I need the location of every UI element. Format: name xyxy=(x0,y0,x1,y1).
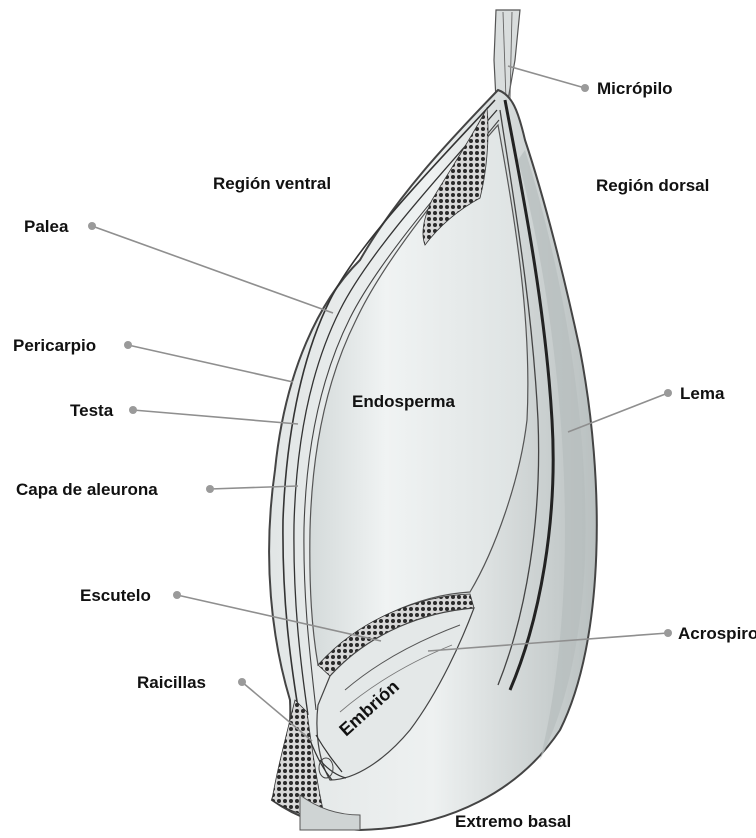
label-micropilo: Micrópilo xyxy=(597,80,673,97)
label-capa-aleurona: Capa de aleurona xyxy=(16,481,158,498)
label-testa: Testa xyxy=(70,402,113,419)
awn-tip xyxy=(494,10,520,100)
label-palea: Palea xyxy=(24,218,68,235)
label-pericarpio: Pericarpio xyxy=(13,337,96,354)
label-endosperma: Endosperma xyxy=(352,393,455,410)
label-region-dorsal: Región dorsal xyxy=(596,177,709,194)
label-lema: Lema xyxy=(680,385,724,402)
label-region-ventral: Región ventral xyxy=(213,175,331,192)
label-extremo-basal: Extremo basal xyxy=(455,813,571,830)
label-raicillas: Raicillas xyxy=(137,674,206,691)
label-acrospiro: Acrospiro xyxy=(678,625,756,642)
label-escutelo: Escutelo xyxy=(80,587,151,604)
